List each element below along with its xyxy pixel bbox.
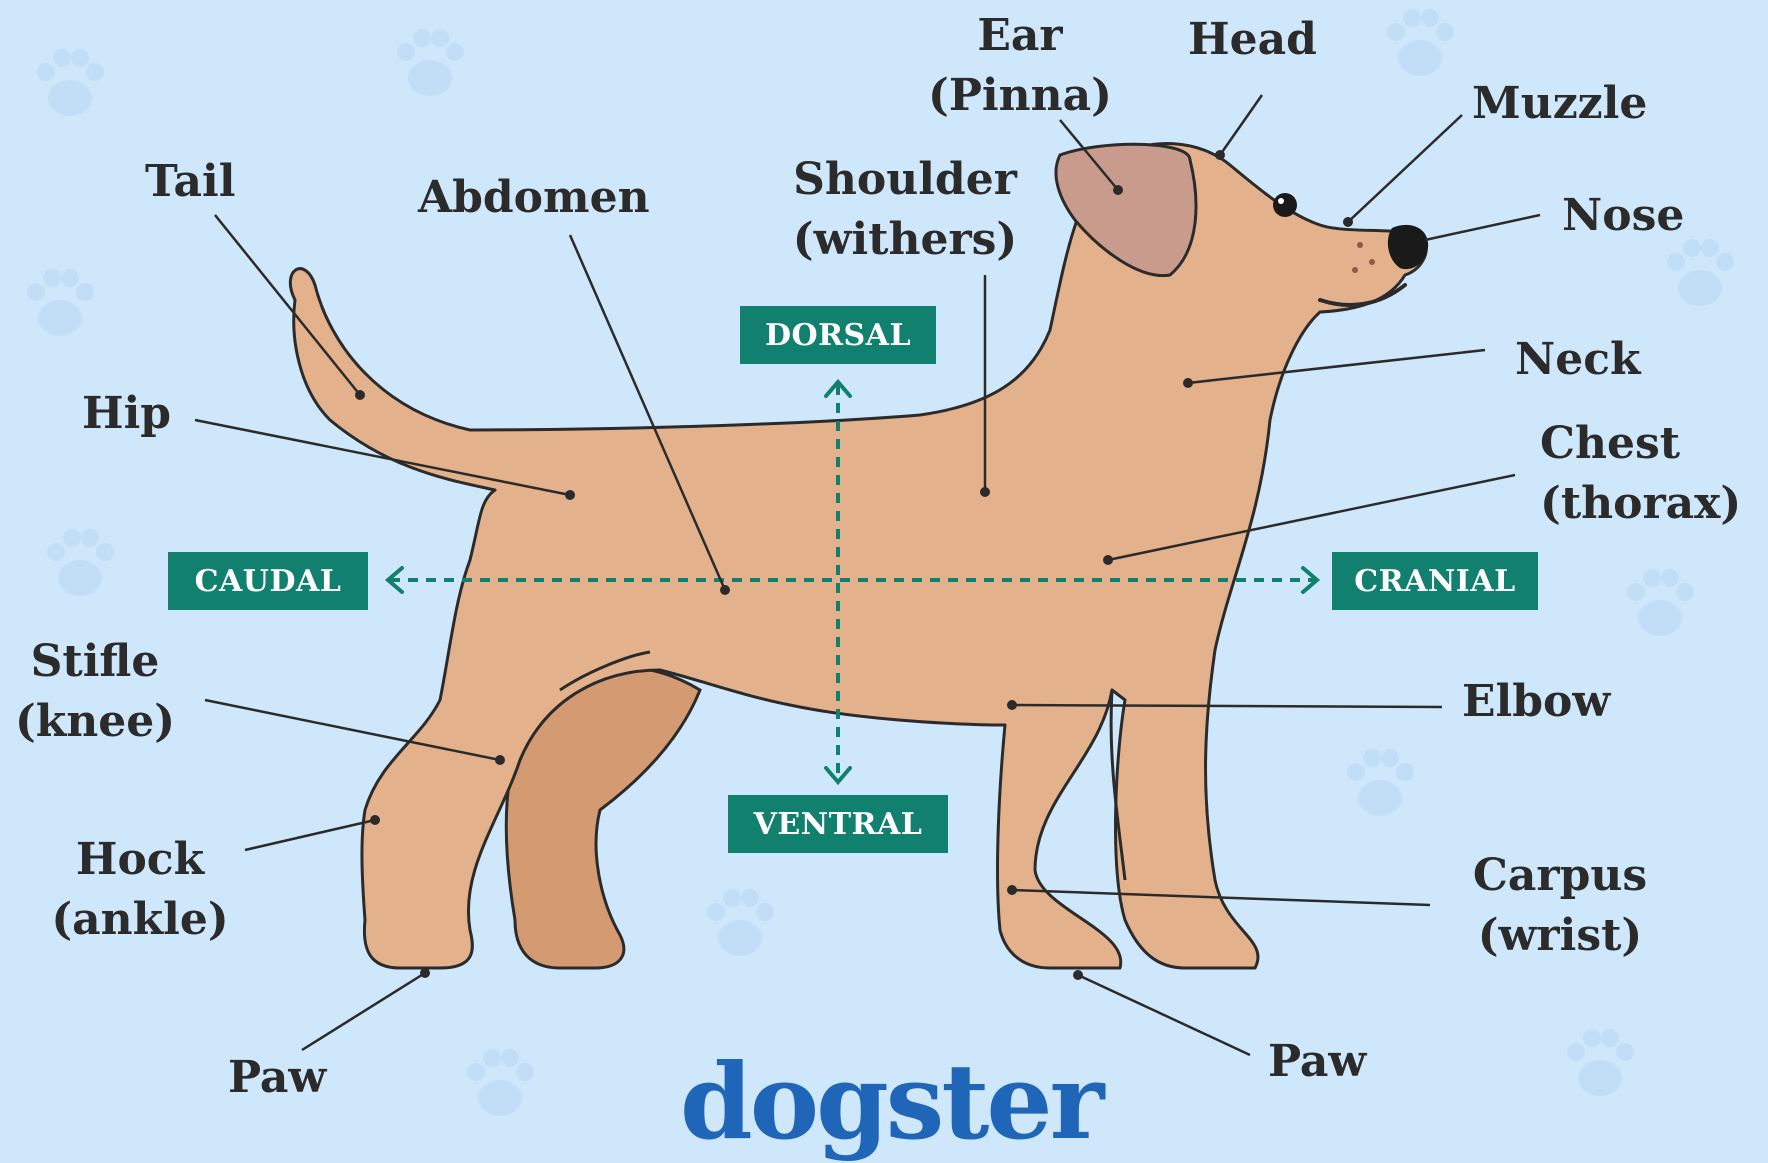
- label-ear: Ear (Pinna): [920, 6, 1120, 126]
- label-stifle-line2: (knee): [10, 692, 180, 752]
- label-elbow: Elbow: [1462, 672, 1610, 732]
- label-ear-line1: Ear: [920, 6, 1120, 66]
- badge-ventral: VENTRAL: [728, 795, 948, 853]
- label-chest-line1: Chest: [1540, 414, 1741, 474]
- label-nose: Nose: [1562, 186, 1684, 246]
- dogster-logo: dogster: [680, 1052, 1060, 1152]
- label-carpus-line2: (wrist): [1455, 906, 1665, 966]
- label-paw-front: Paw: [1268, 1032, 1366, 1092]
- label-chest-line2: (thorax): [1540, 474, 1741, 534]
- label-stifle: Stifle (knee): [10, 632, 180, 752]
- badge-cranial: CRANIAL: [1332, 552, 1538, 610]
- label-shoulder-line2: (withers): [780, 210, 1030, 270]
- label-shoulder: Shoulder (withers): [780, 150, 1030, 270]
- badge-caudal: CAUDAL: [168, 552, 368, 610]
- label-hock-line2: (ankle): [40, 890, 240, 950]
- eye-highlight: [1278, 198, 1284, 204]
- label-carpus: Carpus (wrist): [1455, 846, 1665, 966]
- badge-dorsal: DORSAL: [740, 306, 936, 364]
- label-neck: Neck: [1515, 330, 1641, 390]
- label-stifle-line1: Stifle: [10, 632, 180, 692]
- label-hock: Hock (ankle): [40, 830, 240, 950]
- label-hip: Hip: [82, 384, 171, 444]
- label-chest: Chest (thorax): [1540, 414, 1741, 534]
- label-abdomen: Abdomen: [418, 168, 650, 228]
- label-head: Head: [1188, 10, 1317, 70]
- label-ear-line2: (Pinna): [920, 66, 1120, 126]
- label-carpus-line1: Carpus: [1455, 846, 1665, 906]
- label-hock-line1: Hock: [40, 830, 240, 890]
- label-tail: Tail: [145, 152, 235, 212]
- label-shoulder-line1: Shoulder: [780, 150, 1030, 210]
- label-paw-rear: Paw: [228, 1048, 326, 1108]
- eye: [1273, 193, 1297, 217]
- label-muzzle: Muzzle: [1472, 74, 1647, 134]
